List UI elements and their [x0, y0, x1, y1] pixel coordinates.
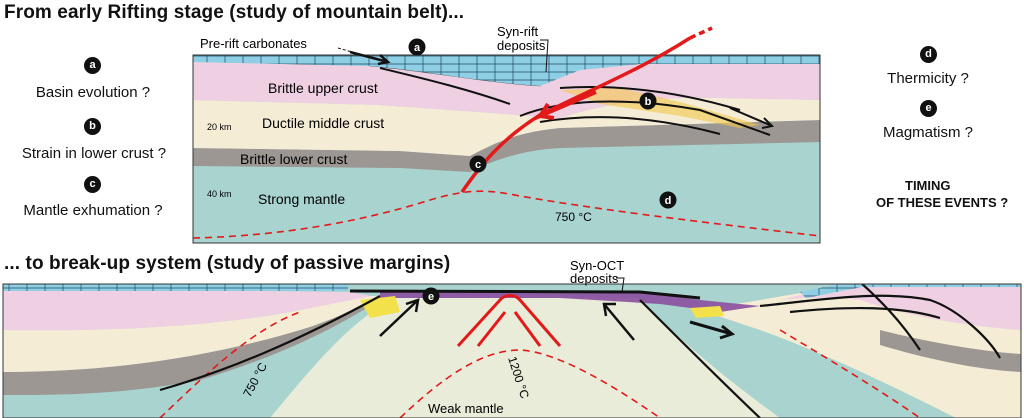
question-magmatism: Magmatism ?	[882, 124, 974, 141]
isotherm-750-bottom-left	[159, 311, 301, 418]
extension-arrow-right	[689, 320, 736, 340]
isotherm-750-bottom-right	[779, 329, 921, 418]
badge-c: c	[84, 176, 101, 193]
weak-mantle-label: Weak mantle	[428, 401, 504, 416]
upper-crust-layer	[193, 62, 820, 118]
exhumation-arrow-right	[602, 302, 635, 341]
lower-crust-right	[880, 330, 1021, 372]
mantle-upwelling-faults	[456, 294, 562, 348]
svg-text:b: b	[645, 96, 652, 108]
depth-40km-label: 40 km	[207, 189, 232, 199]
lower-crust-left	[3, 296, 380, 395]
top-badge-d: d	[659, 191, 677, 209]
carbonate-left	[3, 284, 348, 291]
syn-oct-leader	[616, 277, 625, 293]
question-mantle-exhumation: Mantle exhumation ?	[23, 202, 163, 219]
carbonate-right	[800, 284, 1021, 298]
pre-rift-leader	[337, 47, 353, 53]
question-thermicity: Thermicity ?	[887, 70, 969, 87]
pre-rift-carbonate-bed	[193, 55, 820, 86]
timing-line-2: OF THESE EVENTS ?	[876, 195, 1009, 210]
middle-crust-label: Ductile middle crust	[262, 115, 384, 131]
syn-rift-label-1: Syn-rift	[497, 24, 539, 39]
strong-mantle-label: Strong mantle	[258, 191, 345, 207]
upper-crust-right	[780, 284, 1021, 330]
top-section-frame	[192, 54, 821, 244]
question-basin-evolution: Basin evolution ?	[35, 84, 151, 101]
syn-oct-label-1: Syn-OCT	[570, 258, 624, 273]
bottom-detachments	[159, 284, 1001, 418]
top-badge-b: b	[639, 92, 657, 110]
bottom-section-frame	[2, 283, 1022, 418]
svg-text:c: c	[475, 159, 481, 171]
fault-slip-arrow	[534, 90, 597, 121]
syn-rift-leader	[540, 39, 549, 73]
detachment-faults	[379, 67, 771, 136]
timing-line-1: TIMING	[905, 178, 951, 193]
bottom-cross-section	[3, 284, 1021, 418]
badge-a: a	[84, 57, 101, 74]
bottom-section-title: ... to break-up system (study of passive…	[4, 253, 451, 274]
svg-text:e: e	[428, 291, 434, 303]
top-section-title: From early Rifting stage (study of mount…	[4, 2, 465, 23]
top-badge-a: a	[408, 38, 426, 56]
upper-crust-left	[3, 288, 372, 331]
pre-rift-carbonates-label: Pre-rift carbonates	[200, 36, 307, 51]
isotherm-750-label-top: 750 °C	[555, 210, 592, 224]
seafloor-line	[349, 289, 701, 300]
syn-oct-deposits	[380, 292, 760, 312]
depth-20km-label: 20 km	[207, 122, 232, 132]
question-strain-lower-crust: Strain in lower crust ?	[21, 145, 167, 162]
syn-rift-wedge	[560, 88, 760, 128]
syn-rift-label-2: deposits	[497, 38, 546, 53]
lower-crust-layer	[193, 120, 820, 172]
svg-text:a: a	[414, 42, 421, 54]
magmatic-patch-right	[690, 306, 724, 318]
syn-oct-label-2: deposits	[570, 271, 619, 286]
shear-sense-arrow	[729, 107, 775, 129]
badge-b: b	[84, 118, 101, 135]
top-cross-section	[193, 55, 820, 243]
exhumation-arrow-left	[379, 298, 420, 337]
badge-e-right: e	[920, 100, 937, 117]
upper-crust-label: Brittle upper crust	[268, 80, 378, 96]
middle-crust-left	[3, 296, 380, 372]
weak-mantle-dome	[270, 298, 780, 418]
badge-d-right: d	[920, 46, 937, 63]
bottom-badge-e: e	[422, 287, 440, 305]
main-fault-extension	[689, 26, 713, 40]
svg-text:d: d	[665, 195, 672, 207]
lower-crust-label: Brittle lower crust	[240, 151, 347, 167]
isotherm-1200-dome	[399, 349, 661, 418]
isotherm-750-line	[193, 190, 820, 239]
top-badge-c: c	[469, 155, 487, 173]
carbonate-slide-arrow	[349, 50, 391, 66]
